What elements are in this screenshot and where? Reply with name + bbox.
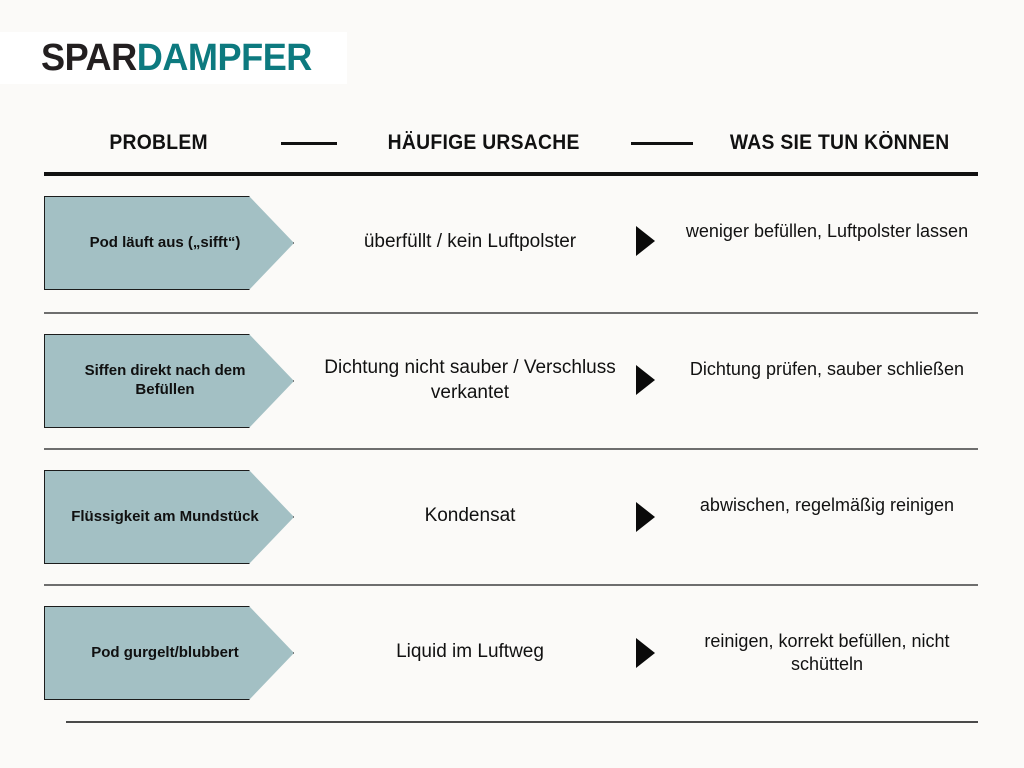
problem-label: Flüssigkeit am Mundstück	[71, 507, 259, 525]
action-label: abwischen, regelmäßig reinigen	[699, 495, 955, 515]
cause-label: Kondensat	[424, 505, 516, 526]
problem-chevron: Pod gurgelt/blubbert	[44, 606, 294, 700]
problem-label: Siffen direkt nach dem Befüllen	[84, 362, 246, 398]
action-label: reinigen, korrekt befüllen, nicht schütt…	[704, 631, 950, 675]
brand-logo-part-spar: SPAR	[41, 37, 137, 79]
bottom-separator	[66, 721, 978, 723]
arrow-right-icon	[636, 638, 655, 668]
arrow-right-icon	[636, 502, 655, 532]
column-header-row: PROBLEM HÄUFIGE URSACHE WAS SIE TUN KÖNN…	[44, 126, 978, 160]
problem-chevron: Siffen direkt nach dem Befüllen	[44, 334, 294, 428]
problem-label: Pod gurgelt/blubbert	[91, 643, 239, 661]
table-row: Pod läuft aus („sifft“) überfüllt / kein…	[0, 196, 1024, 296]
column-header-action: WAS SIE TUN KÖNNEN	[729, 131, 950, 154]
problem-label: Pod läuft aus („sifft“)	[89, 233, 241, 251]
header-divider-dash-1	[281, 141, 338, 145]
brand-logo: SPARDAMPFER	[0, 32, 347, 84]
cause-label: Liquid im Luftweg	[396, 641, 544, 662]
row-separator	[44, 448, 978, 450]
arrow-right-icon	[636, 226, 655, 256]
problem-chevron: Pod läuft aus („sifft“)	[44, 196, 294, 290]
header-divider-dash-2	[630, 141, 693, 145]
arrow-right-icon	[636, 365, 655, 395]
problem-chevron: Flüssigkeit am Mundstück	[44, 470, 294, 564]
action-label: weniger befüllen, Luftpolster lassen	[685, 221, 969, 241]
column-header-problem: PROBLEM	[109, 131, 208, 154]
table-row: Siffen direkt nach dem Befüllen Dichtung…	[0, 334, 1024, 434]
header-underline	[44, 172, 978, 176]
cause-label: überfüllt / kein Luftpolster	[363, 231, 577, 252]
action-label: Dichtung prüfen, sauber schließen	[689, 359, 965, 379]
row-separator	[44, 312, 978, 314]
column-header-cause: HÄUFIGE URSACHE	[387, 131, 580, 154]
row-separator	[44, 584, 978, 586]
brand-logo-part-dampfer: DAMPFER	[136, 37, 313, 79]
table-row: Pod gurgelt/blubbert Liquid im Luftweg r…	[0, 606, 1024, 706]
cause-label: Dichtung nicht sauber / Verschluss verka…	[324, 357, 616, 403]
table-row: Flüssigkeit am Mundstück Kondensat abwis…	[0, 470, 1024, 570]
brand-logo-text: SPARDAMPFER	[41, 39, 312, 77]
